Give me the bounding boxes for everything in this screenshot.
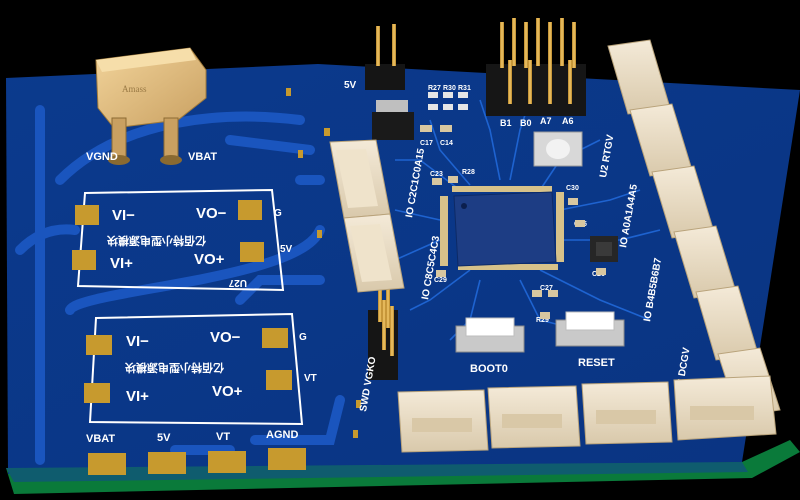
module-bottom-in-pos: VI+: [126, 388, 149, 405]
bottom-label-vbat: VBAT: [86, 433, 115, 445]
module-bottom-out-pos: VO+: [212, 383, 243, 400]
module-bottom-pin-vt: VT: [304, 373, 317, 384]
xt-brand: Amass: [122, 84, 147, 94]
module-bottom-in-neg: VI−: [126, 333, 149, 350]
label-r31: R31: [458, 85, 471, 92]
module-top-caption: 亿佰特小型电源模块: [106, 234, 206, 248]
passives-mcu: [432, 176, 606, 319]
module-top-out-neg: VO−: [196, 205, 227, 222]
label-b1: B1: [500, 118, 512, 128]
bottom-label-5v: 5V: [157, 432, 171, 444]
crystal: [590, 236, 618, 262]
label-c23: C23: [430, 171, 443, 178]
passives-top: [420, 92, 468, 132]
power-module-top: VI− VO− VI+ VO+ 亿佰特小型电源模块 U27 G 5V: [72, 188, 293, 292]
label-b0: B0: [520, 118, 532, 128]
regulator: [372, 100, 414, 140]
label-r28: R28: [462, 169, 475, 176]
module-top-pin-g: G: [274, 208, 282, 219]
boot-pin-header: [486, 18, 586, 116]
vias: [286, 88, 361, 438]
label-vgnd: VGND: [86, 151, 118, 163]
module-top-out-pos: VO+: [194, 251, 225, 268]
module-bottom-out-neg: VO−: [210, 329, 241, 346]
bottom-pads: [88, 448, 306, 475]
left-connector-b: [343, 213, 405, 293]
header-5v: [365, 24, 405, 90]
pad: [75, 205, 99, 225]
label-vbat: VBAT: [188, 151, 217, 163]
label-c29: C29: [434, 277, 447, 284]
bottom-connectors: [397, 375, 777, 453]
module-bottom-pin-g: G: [299, 332, 307, 343]
pad: [72, 250, 96, 270]
label-c17: C17: [420, 140, 433, 147]
reset-button: [555, 311, 625, 347]
reset-label: RESET: [578, 357, 615, 369]
pad: [84, 383, 110, 403]
label-r29: R29: [536, 317, 549, 324]
pad: [262, 328, 288, 348]
label-a6: A6: [562, 116, 574, 126]
label-c27: C27: [540, 285, 553, 292]
module-top-in-pos: VI+: [110, 255, 133, 272]
swd-header: [368, 272, 398, 380]
label-r27: R27: [428, 85, 441, 92]
label-a7: A7: [540, 116, 552, 126]
boot0-label: BOOT0: [470, 363, 508, 375]
label-c14: C14: [440, 140, 453, 147]
label-c30: C30: [566, 185, 579, 192]
pad: [86, 335, 112, 355]
pad: [240, 242, 264, 262]
boot0-button: [455, 317, 525, 353]
left-connector-a: [329, 139, 391, 219]
module-bottom-caption: 亿佰特小型电源模块: [124, 361, 224, 375]
mcu-chip: [440, 186, 564, 270]
module-top-pin-5v: 5V: [280, 244, 293, 255]
xt-power-connector: Amass: [95, 47, 207, 165]
module-top-in-neg: VI−: [112, 207, 135, 224]
module-top-ref: U27: [228, 277, 247, 288]
label-r30: R30: [443, 85, 456, 92]
bottom-label-agnd: AGND: [266, 429, 298, 441]
tactile-button-top: [533, 131, 583, 167]
pcb-board: [6, 64, 800, 494]
pad: [238, 200, 262, 220]
pad: [266, 370, 292, 390]
header-5v-label: 5V: [344, 80, 357, 91]
power-module-bottom: VI− VO− VI+ VO+ 亿佰特小型电源模块 G VT: [84, 312, 317, 426]
bottom-label-vt: VT: [216, 431, 230, 443]
